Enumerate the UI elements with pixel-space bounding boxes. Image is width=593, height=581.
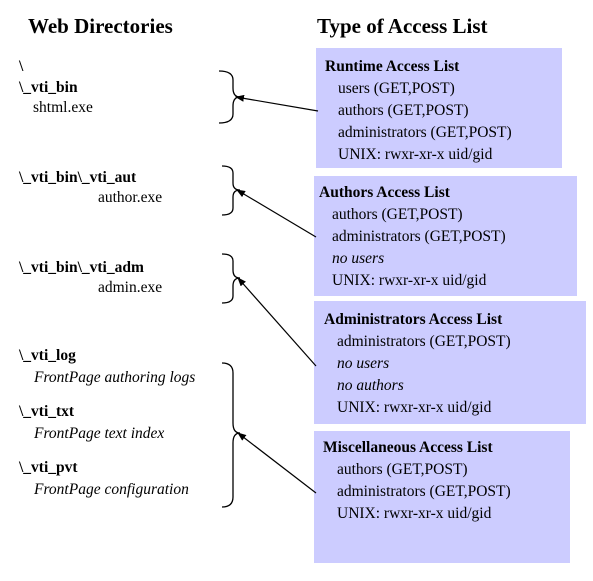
- directory-vti-pvt-desc: FrontPage configuration: [34, 481, 189, 498]
- arrow-administrators-to-vti-adm: [237, 277, 317, 367]
- miscellaneous-access-list-box: Miscellaneous Access List authors (GET,P…: [314, 431, 570, 563]
- runtime-access-list-line: authors (GET,POST): [338, 102, 469, 119]
- directory-vti-bin: \_vti_bin shtml.exe: [19, 78, 93, 118]
- directory-vti-log: \_vti_log FrontPage authoring logs: [19, 346, 195, 388]
- directory-vti-bin-file: shtml.exe: [33, 99, 93, 116]
- administrators-access-list-line: no users: [337, 355, 390, 372]
- administrators-access-list-line: UNIX: rwxr-xr-x uid/gid: [337, 399, 492, 416]
- directory-vti-adm-file: admin.exe: [98, 279, 163, 296]
- administrators-access-list-box: Administrators Access List administrator…: [314, 301, 586, 424]
- authors-access-list-box: Authors Access List authors (GET,POST) a…: [314, 176, 577, 296]
- miscellaneous-access-list-line: authors (GET,POST): [337, 461, 468, 478]
- directory-vti-aut-file: author.exe: [98, 189, 163, 206]
- directory-vti-txt: \_vti_txt FrontPage text index: [19, 402, 164, 444]
- heading-access-list-type: Type of Access List: [317, 14, 488, 38]
- directory-vti-bin-path: \_vti_bin: [19, 79, 78, 96]
- brace-vti-misc: [221, 362, 241, 508]
- miscellaneous-access-list-line: administrators (GET,POST): [337, 483, 511, 500]
- authors-access-list-title: Authors Access List: [319, 184, 450, 201]
- runtime-access-list-title: Runtime Access List: [325, 58, 460, 75]
- directory-vti-log-path: \_vti_log: [19, 347, 76, 364]
- directory-root: \: [19, 57, 23, 77]
- runtime-access-list-line: UNIX: rwxr-xr-x uid/gid: [338, 146, 493, 163]
- directory-vti-log-desc: FrontPage authoring logs: [34, 369, 196, 386]
- arrow-misc-to-vti-misc: [237, 432, 317, 494]
- directory-vti-pvt-path: \_vti_pvt: [19, 459, 78, 476]
- directory-vti-adm: \_vti_bin\_vti_adm admin.exe: [19, 258, 162, 298]
- directory-vti-txt-path: \_vti_txt: [19, 403, 75, 420]
- authors-access-list-line: authors (GET,POST): [332, 206, 463, 223]
- directory-vti-aut-path: \_vti_bin\_vti_aut: [19, 169, 137, 186]
- directory-vti-pvt: \_vti_pvt FrontPage configuration: [19, 458, 189, 500]
- administrators-access-list-line: no authors: [337, 377, 404, 394]
- authors-access-list-line: administrators (GET,POST): [332, 228, 506, 245]
- administrators-access-list-line: administrators (GET,POST): [337, 333, 511, 350]
- miscellaneous-access-list-title: Miscellaneous Access List: [323, 439, 493, 456]
- administrators-access-list-title: Administrators Access List: [324, 311, 503, 328]
- heading-web-directories: Web Directories: [28, 14, 173, 38]
- authors-access-list-line: UNIX: rwxr-xr-x uid/gid: [332, 272, 487, 289]
- directory-root-path: \: [19, 58, 24, 75]
- arrow-authors-to-vti-aut: [236, 189, 317, 238]
- authors-access-list-line: no users: [332, 250, 385, 267]
- miscellaneous-access-list-line: UNIX: rwxr-xr-x uid/gid: [337, 505, 492, 522]
- brace-vti-adm: [221, 253, 241, 304]
- directory-vti-aut: \_vti_bin\_vti_aut author.exe: [19, 168, 162, 208]
- runtime-access-list-line: users (GET,POST): [338, 80, 455, 97]
- runtime-access-list-box: Runtime Access List users (GET,POST) aut…: [316, 48, 562, 168]
- directory-vti-txt-desc: FrontPage text index: [34, 425, 165, 442]
- runtime-access-list-line: administrators (GET,POST): [338, 124, 512, 141]
- arrow-runtime-to-vti-bin: [235, 94, 319, 112]
- directory-vti-adm-path: \_vti_bin\_vti_adm: [19, 259, 144, 276]
